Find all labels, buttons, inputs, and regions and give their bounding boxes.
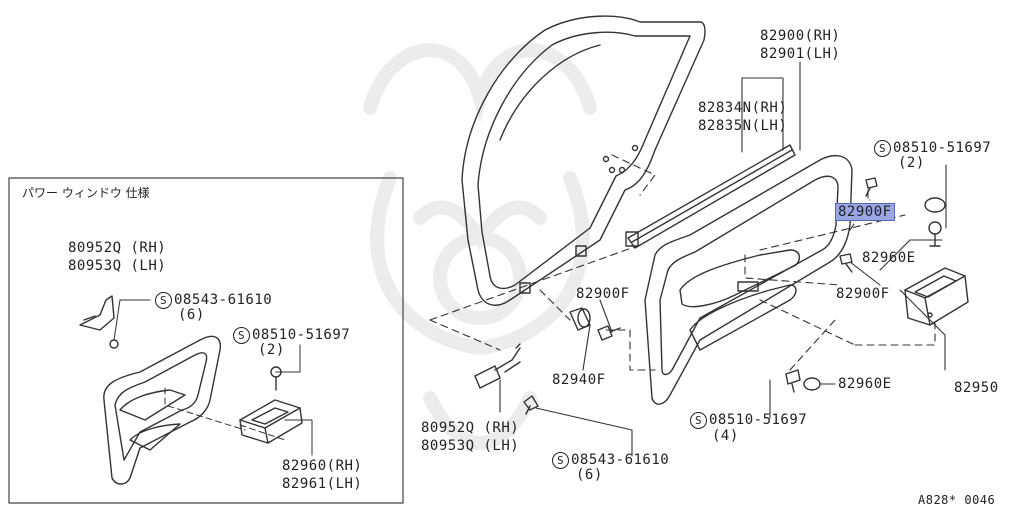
circle-s-symbol: S: [690, 412, 707, 429]
screw-regulator: [523, 395, 539, 415]
screw-reg-part: 08543-61610: [571, 452, 670, 468]
inset-label-screw2-qty: (2): [258, 342, 285, 358]
inset-frame: [8, 177, 404, 504]
screw-top-part: 08510-51697: [893, 140, 992, 156]
label-cap-top: 82960E: [862, 250, 916, 266]
circle-s-symbol: S: [155, 292, 172, 309]
circle-s-symbol: S: [552, 452, 569, 469]
inset-label-pocket-rh: 82960(RH): [282, 458, 363, 474]
label-clip-left: 82900F: [576, 286, 630, 302]
cap-82960E-bottom: [803, 377, 821, 391]
inner-panel-clips: [602, 144, 639, 174]
regulator-bracket-main: [474, 343, 521, 389]
label-cap-bottom: 82960E: [838, 376, 892, 392]
circle-s-symbol: S: [874, 140, 891, 157]
inset-label-reg-lh: 80953Q (LH): [68, 258, 167, 274]
inset-label-reg-rh: 80952Q (RH): [68, 240, 167, 256]
assembly-guide-lines: [429, 154, 936, 371]
inset-regulator: [79, 295, 119, 349]
label-screw-reg-qty: (6): [576, 467, 603, 483]
label-grommet: 82940F: [552, 372, 606, 388]
inset-label-pocket-lh: 82961(LH): [282, 476, 363, 492]
inset-pocket: [239, 399, 303, 444]
watermark-emblem: [363, 43, 597, 450]
inset-label-screw1-qty: (6): [178, 307, 205, 323]
door-trim-panel: [644, 154, 853, 405]
label-pull-cup: 82950: [954, 380, 999, 396]
inset-screw2-part: 08510-51697: [252, 327, 351, 343]
footer-code: A828* 0046: [918, 493, 996, 507]
door-inner-panel: [461, 15, 706, 306]
label-screw-bottom-qty: (4): [712, 428, 739, 444]
clip-82900F-right: [839, 253, 853, 273]
inset-leader-lines: [113, 299, 313, 456]
label-trim-rh: 82900(RH): [760, 28, 841, 44]
grommet-82940F: [569, 307, 591, 331]
label-strip-rh: 82834N(RH): [698, 100, 788, 116]
label-clip-highlighted[interactable]: 82900F: [835, 203, 895, 221]
weatherstrip-82834N: [625, 144, 796, 249]
inset-door-trim: [103, 335, 222, 485]
label-screw-top-qty: (2): [898, 155, 925, 171]
leader-lines: [499, 61, 947, 457]
screw-top-right: [928, 221, 942, 247]
screw-bottom: [785, 369, 801, 393]
cap-82960E-top: [924, 197, 946, 213]
label-clip-right: 82900F: [836, 286, 890, 302]
label-trim-lh: 82901(LH): [760, 46, 841, 62]
label-reg-rh: 80952Q (RH): [421, 420, 520, 436]
circle-s-symbol: S: [233, 327, 250, 344]
inset-screw: [270, 366, 282, 391]
pull-cup-82950: [904, 267, 969, 326]
label-reg-lh: 80953Q (LH): [421, 438, 520, 454]
inset-screw1-part: 08543-61610: [174, 292, 273, 308]
label-strip-lh: 82835N(LH): [698, 118, 788, 134]
clip-82900F-left: [597, 325, 621, 341]
inset-title: パワー ウィンドウ 仕様: [22, 186, 150, 200]
screw-bottom-part: 08510-51697: [709, 412, 808, 428]
